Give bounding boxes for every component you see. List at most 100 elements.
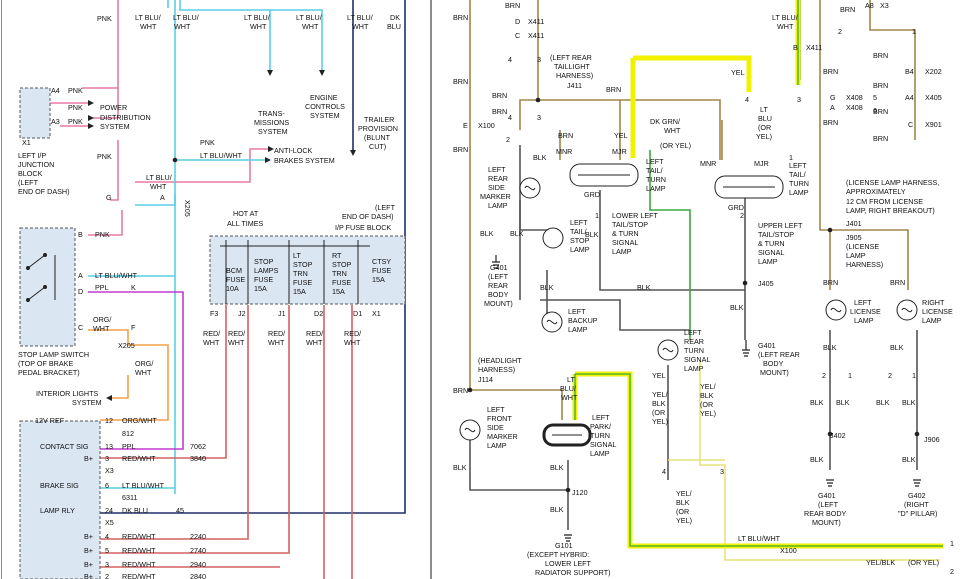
label: PPL [95,283,109,292]
label: SIGNAL [590,440,616,449]
label: PEDAL BRACKET) [18,368,80,377]
label: (LICENSE [846,242,879,251]
label: 15A [372,275,385,284]
label: LEFT [646,157,664,166]
label: BRAKES SYSTEM [274,156,335,165]
label: LAMP [684,364,704,373]
label: X205 [118,341,135,350]
label: 1 [912,371,916,380]
label: B [78,230,83,239]
label: X411 [528,31,544,40]
label: K [131,283,136,292]
label: YEL/BLK [866,558,895,567]
label: X3 [880,1,889,10]
label: 3 [537,55,541,64]
bcm-wire-color: ORG/WHT [122,416,157,425]
label: TAIL/STOP [612,220,648,229]
label: A [78,271,83,280]
label: WHT [561,393,578,402]
label: A3 [51,117,60,126]
label: LAMP [922,316,942,325]
label: (LEFT REAR [550,53,592,62]
label: WHT [203,338,220,347]
bcm-circuit-number: 45 [176,506,184,515]
label: BRN [453,13,468,22]
label: BLK [637,283,651,292]
bcm-pin-number: 6 [105,481,109,490]
label: LAMP [846,251,866,260]
label: LAMP [570,245,590,254]
label: G401 [490,263,508,272]
bcm-circuit-number: 2240 [190,532,206,541]
label: BLK [480,229,494,238]
label: BLK [902,455,916,464]
grey-frame-right [1,0,2,579]
label: DK [390,13,400,22]
label: BRN [492,91,507,100]
pink-wires [50,0,268,236]
label: YEL [614,131,628,140]
label: TAILLIGHT [554,62,590,71]
label: ORG/ [93,315,111,324]
label: LT BLU/ [347,13,373,22]
bcm-wire-color: LT BLU/WHT [122,481,165,490]
bcm-pin-name: CONTACT SIG [40,442,89,451]
label: (OR YEL) [908,558,939,567]
label: INTERIOR LIGHTS [36,389,99,398]
label: A [830,103,835,112]
label: BLK [453,463,467,472]
label: 15A [254,284,267,293]
label: (OR [652,408,665,417]
label: END OF DASH) [342,212,394,221]
label: BLK [810,455,824,464]
label: MARKER [487,432,518,441]
label: RED/ [228,329,245,338]
bcm-wire-color: RED/WHT [122,560,156,569]
label: SIDE [487,423,504,432]
label: PNK [95,230,110,239]
label: BLOCK [18,169,43,178]
label: (LICENSE LAMP HARNESS, [846,178,939,187]
label: BRN [492,107,507,116]
label: 12 CM FROM LICENSE [846,197,923,206]
left-tail-stop-lamp [542,227,564,249]
bcm-circuit-number: 3840 [190,454,206,463]
labels: PNK LT BLU/ WHT LT BLU/ WHT LT BLU/ WHT … [18,13,401,407]
label: STOP [570,236,590,245]
label: E [463,121,468,130]
label: 3 [720,467,724,476]
label: (LEFT [818,500,839,509]
stop-lamp-switch [19,227,76,347]
label: YEL [731,68,745,77]
label: LT [567,375,575,384]
label: TAIL/ [646,166,663,175]
label: SIGNAL [612,238,638,247]
label: PROVISION [358,124,398,133]
bcm-pin-number: 3 [105,560,109,569]
label: F [131,323,136,332]
label: ANTI-LOCK [274,146,313,155]
label: 1 [912,27,916,36]
label: YEL/ [652,390,668,399]
label: B4 [905,67,914,76]
label: RADIATOR SUPPORT) [535,568,610,577]
label: LT BLU/ [173,13,199,22]
label: BLK [550,505,564,514]
label: BRN [606,85,621,94]
label: YEL) [652,417,668,426]
orange-wires [88,329,169,421]
label: D [78,287,83,296]
label: X411 [528,17,544,26]
label: LICENSE [922,307,953,316]
label: SIDE [488,183,505,192]
label: (EXCEPT HYBRID: [527,550,589,559]
label: LAMPS [254,266,279,275]
label: BLK [533,153,547,162]
bcm-pin-number: 3 [105,454,109,463]
switch-contacts [26,253,56,302]
label: FUSE [372,266,391,275]
label: J120 [572,488,588,497]
fuse-block [209,235,406,305]
label: (RIGHT [904,500,929,509]
